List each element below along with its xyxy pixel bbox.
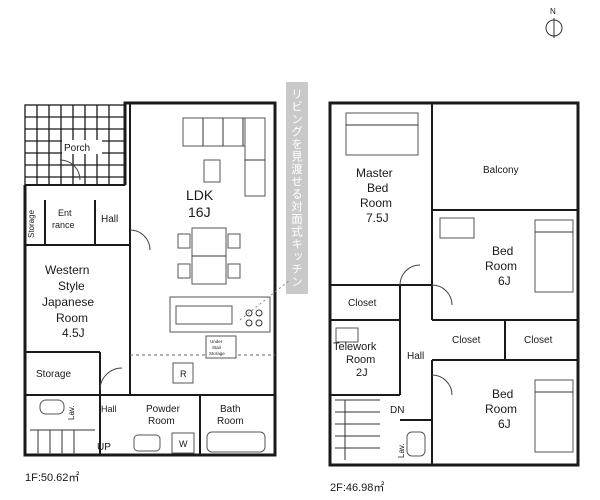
balcony-label: Balcony [483,165,519,176]
entrance-label-2: rance [52,220,75,230]
western-room-label-3: Japanese [42,295,94,309]
master-bed-label-2: Bed [367,181,388,195]
master-bed-icon [345,112,419,156]
telework-label-3: 2J [356,367,368,379]
washer-label: W [179,439,188,449]
lav-2f-label: Lav. [397,443,406,458]
stairs-2f [335,399,380,460]
bed-room-2-label-3: 6J [498,417,511,431]
porch-label: Porch [64,143,90,154]
stairs-1f [30,429,95,455]
toilet-2f-icon [406,431,426,457]
small-storage-label: Storage [27,209,36,238]
bath-room-label-2: Room [217,416,244,427]
kitchen-counter-icon [169,296,271,333]
banner-text: リビングを見渡せる対面式キッチン [290,88,304,288]
telework-label-2: Room [346,354,375,366]
master-bed-label-4: 7.5J [366,211,389,225]
closet-a-label: Closet [348,298,377,309]
bed-room-1-label-2: Room [485,259,517,273]
floor1-outer-wall [23,101,277,457]
bed-2-icon [534,379,574,453]
bed-room-1-label-3: 6J [498,274,511,288]
fridge-icon [172,362,194,384]
telework-label-1: Telework [333,341,377,353]
floor2-outer-wall [328,101,580,467]
hall-lower-label: Hall [101,404,117,414]
closet-b-label: Closet [452,335,481,346]
stairs-up-label: UP [97,442,111,453]
fridge-label: R [180,369,187,379]
north-compass-icon: N [545,7,563,38]
closet-c-label: Closet [524,335,553,346]
entrance-label-1: Ent [58,208,72,218]
understair-label-1: Under [210,339,223,344]
desk-icon [439,217,475,239]
stairs-down-label: DN [390,405,404,416]
bathtub-icon [206,431,266,453]
banner-leader-line [239,279,291,321]
hall-2f-label: Hall [407,351,424,362]
bath-room-label-1: Bath [220,404,241,415]
understair-label-2: Stair [212,345,222,350]
western-room-label-1: Western [45,263,89,277]
front-door-swing [59,159,81,181]
compass-label: N [550,7,556,16]
powder-room-label-1: Powder [146,404,181,415]
understair-label-3: Storage [209,351,225,356]
floor1-area-label: 1F:50.62㎡ [25,471,79,484]
telework-desk-icon [335,327,359,343]
western-room-label-5: 4.5J [62,326,85,340]
hall-1f-label: Hall [101,214,118,225]
powder-room-label-2: Room [148,416,175,427]
ldk-size: 16J [188,204,211,220]
ldk-label: LDK [186,187,214,203]
western-room-label-4: Room [56,311,88,325]
dining-table-icon [177,227,241,285]
porch-label-bg [62,140,102,154]
sofa-icon [182,117,266,197]
bed-room-1-label-1: Bed [492,244,513,258]
kitchen-feature-banner: リビングを見渡せる対面式キッチン [286,82,308,294]
coffee-table-icon [203,159,221,183]
bed-room-2-label-2: Room [485,402,517,416]
floor-2: Master Bed Room 7.5J Balcony Bed Room 6J… [328,101,580,494]
toilet-icon [39,399,65,415]
under-stair-storage-box [205,335,237,359]
bed-1-icon [534,219,574,293]
washer-icon [171,432,195,454]
sink-icon [133,434,161,452]
floor2-area-label: 2F:46.98㎡ [330,481,384,494]
master-bed-label-3: Room [360,196,392,210]
floor-1: Porch Storage Ent rance Hall LDK 16J [23,101,277,484]
master-bed-label-1: Master [356,166,393,180]
lav-1f-label: Lav. [67,405,76,420]
bed-room-2-label-1: Bed [492,387,513,401]
western-room-label-2: Style [58,279,85,293]
storage-label: Storage [36,369,71,380]
